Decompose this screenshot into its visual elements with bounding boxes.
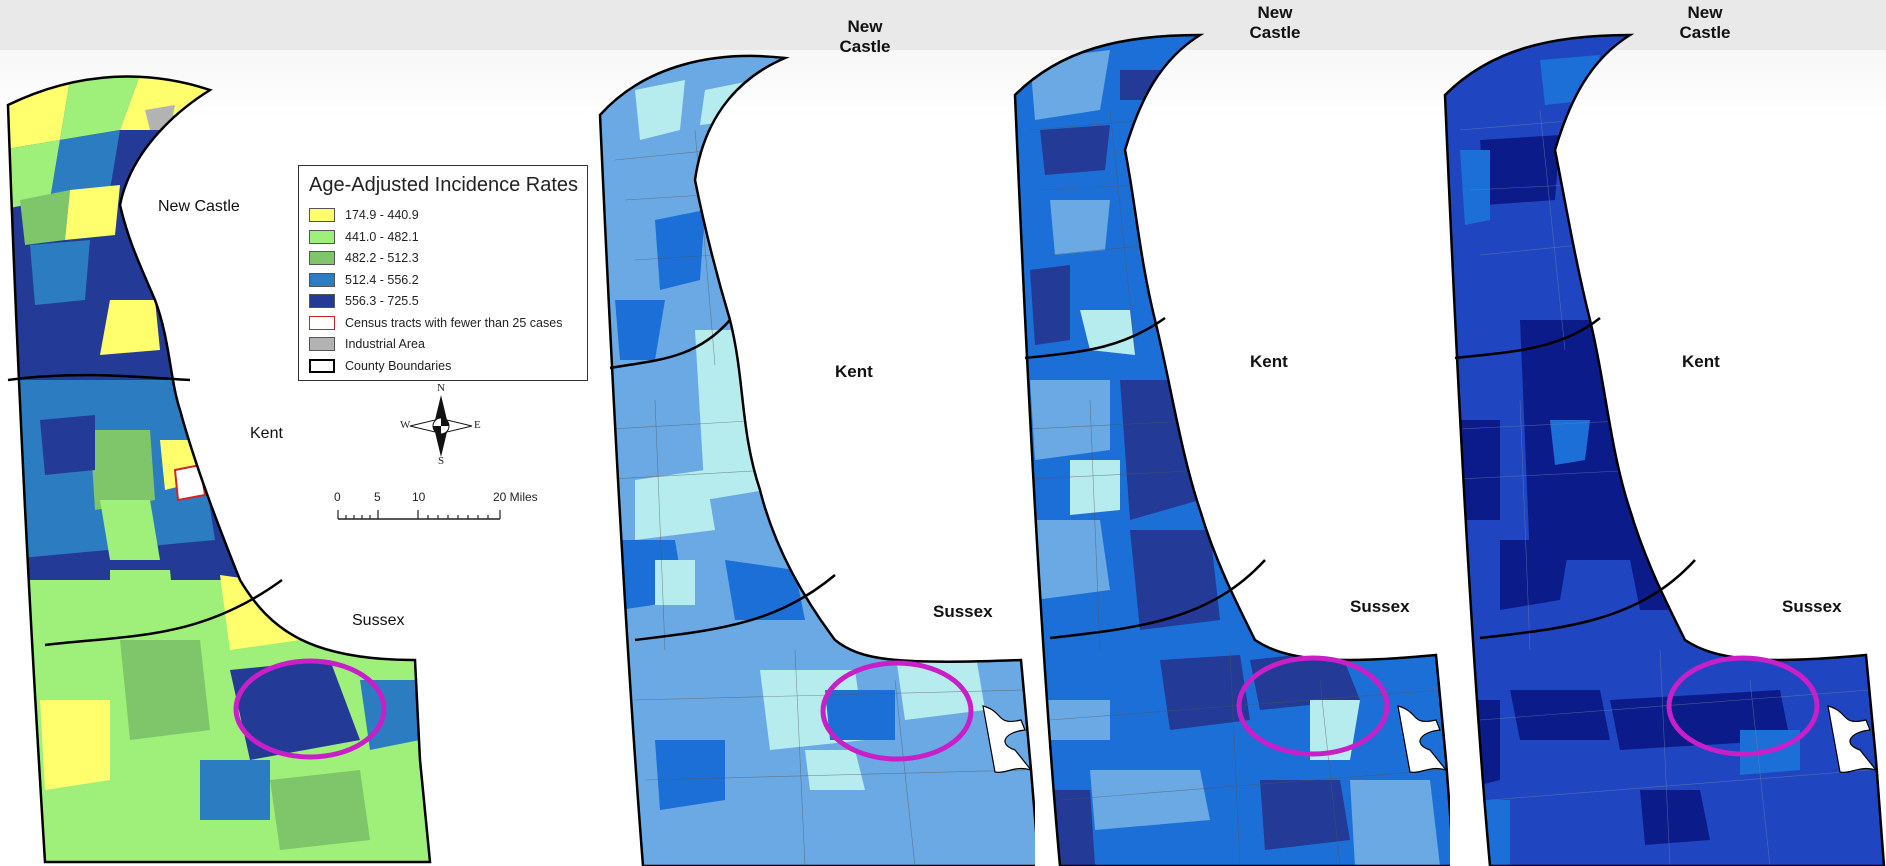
- legend-item: 556.3 - 725.5: [309, 292, 419, 310]
- highlight-ellipse: [1236, 655, 1390, 757]
- county-label-sussex: Sussex: [933, 602, 993, 621]
- legend-label: Census tracts with fewer than 25 cases: [345, 315, 563, 330]
- legend-item: Industrial Area: [309, 335, 425, 353]
- scale-tick-5: 5: [374, 490, 381, 504]
- county-label-sussex: Sussex: [1350, 597, 1410, 616]
- compass-s: S: [438, 455, 445, 467]
- compass-rose-icon: N S W E: [400, 382, 482, 467]
- highlight-ellipse: [1666, 655, 1820, 757]
- highlight-ellipse: [233, 658, 387, 760]
- compass-e: E: [474, 419, 481, 431]
- legend-label: 556.3 - 725.5: [345, 294, 419, 308]
- legend-swatch: [309, 315, 335, 330]
- legend-item: County Boundaries: [309, 357, 451, 375]
- scale-bar: 0 5 10 20 Miles: [330, 490, 560, 530]
- legend-item: Census tracts with fewer than 25 cases: [309, 314, 562, 332]
- delaware-map-2: [598, 54, 1035, 866]
- scale-tick-0: 0: [334, 490, 341, 504]
- legend-label: 174.9 - 440.9: [345, 208, 419, 222]
- delaware-map-4: [1443, 33, 1886, 866]
- legend-swatch: [309, 251, 335, 265]
- legend-item: 174.9 - 440.9: [309, 206, 419, 224]
- legend-swatch: [309, 208, 335, 222]
- map-panel-2: New Castle Kent Sussex: [595, 0, 1035, 866]
- legend-item: 441.0 - 482.1: [309, 228, 419, 246]
- map-legend: Age-Adjusted Incidence Rates 174.9 - 440…: [298, 165, 588, 381]
- legend-swatch: [309, 337, 335, 351]
- legend-label: County Boundaries: [345, 358, 452, 373]
- map-panel-1: New Castle Kent Sussex: [0, 0, 600, 866]
- county-label-kent: Kent: [1250, 352, 1288, 371]
- county-label-new-castle: New Castle: [158, 198, 240, 215]
- delaware-map-3: [1013, 33, 1450, 866]
- county-label-kent: Kent: [1682, 352, 1720, 371]
- county-label-sussex: Sussex: [352, 612, 405, 629]
- legend-swatch: [309, 272, 335, 287]
- legend-swatch: [309, 229, 335, 244]
- highlight-ellipse: [820, 660, 974, 762]
- county-label-new-castle: New Castle: [839, 17, 891, 56]
- map-panel-4: New Castle Kent Sussex: [1440, 0, 1886, 866]
- county-label-kent: Kent: [835, 362, 873, 381]
- legend-label: Industrial Area: [345, 337, 425, 351]
- compass-n: N: [437, 382, 445, 394]
- delaware-choropleth-map-1: [6, 75, 432, 864]
- compass-w: W: [400, 419, 411, 431]
- map-panel-3: New Castle Kent Sussex: [1010, 0, 1450, 866]
- scale-tick-20-miles: 20 Miles: [493, 490, 538, 504]
- legend-label: 512.4 - 556.2: [345, 272, 419, 287]
- scale-tick-10: 10: [412, 490, 426, 504]
- county-label-new-castle: New Castle: [1249, 3, 1301, 42]
- legend-swatch: [309, 358, 335, 373]
- legend-label: 441.0 - 482.1: [345, 229, 419, 244]
- legend-title: Age-Adjusted Incidence Rates: [309, 174, 579, 196]
- legend-item: 482.2 - 512.3: [309, 249, 419, 267]
- legend-label: 482.2 - 512.3: [345, 251, 419, 265]
- county-label-kent: Kent: [250, 425, 283, 442]
- county-label-new-castle: New Castle: [1679, 3, 1731, 42]
- legend-swatch: [309, 294, 335, 308]
- legend-item: 512.4 - 556.2: [309, 271, 419, 289]
- county-label-sussex: Sussex: [1782, 597, 1842, 616]
